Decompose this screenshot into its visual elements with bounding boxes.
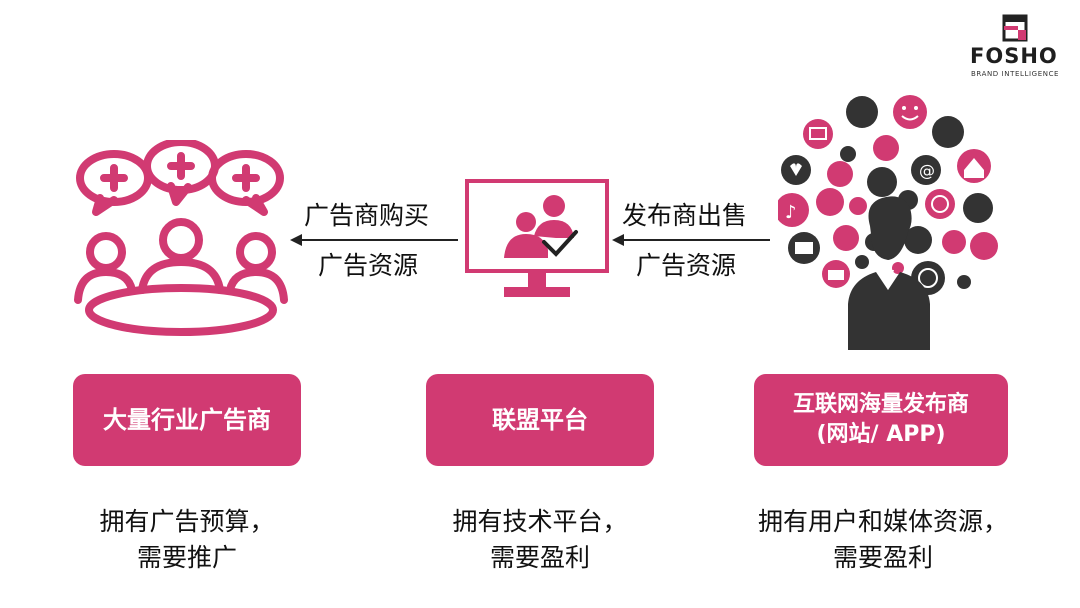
left-arrow-text-2: 广告资源 (318, 251, 419, 280)
logo-mark-icon (1002, 14, 1028, 42)
advertisers-box-label: 大量行业广告商 (103, 405, 271, 434)
publishers-box: 互联网海量发布商 (网站/ APP) (754, 374, 1008, 466)
logo-tagline: BRAND INTELLIGENCE (971, 70, 1060, 78)
publishers-description: 拥有用户和媒体资源， 需要盈利 (738, 504, 1028, 577)
logo-wordmark: FOSHO (970, 44, 1058, 68)
advertisers-box: 大量行业广告商 (73, 374, 301, 466)
right-arrow-line (622, 239, 770, 241)
person-silhouette (848, 196, 930, 350)
fosho-logo: FOSHO BRAND INTELLIGENCE (960, 14, 1070, 84)
platform-description-line2: 需要盈利 (489, 543, 590, 573)
advertisers-description: 拥有广告预算， 需要推广 (60, 504, 314, 577)
publishers-description-line1: 拥有用户和媒体资源， (757, 507, 1008, 536)
app-icon-cluster: @ ♪ (778, 95, 998, 295)
advertisers-description-line2: 需要推广 (136, 543, 237, 573)
left-arrow-line (300, 239, 458, 241)
advertisers-meeting-icon (74, 140, 288, 336)
platform-box-label: 联盟平台 (492, 405, 588, 434)
publishers-media-cloud-icon: @ ♪ (778, 95, 998, 350)
platform-monitor-icon (465, 179, 609, 297)
publishers-description-line2: 需要盈利 (832, 543, 933, 573)
right-arrowhead (612, 234, 624, 246)
svg-text:@: @ (919, 161, 935, 180)
platform-description: 拥有技术平台， 需要盈利 (413, 504, 667, 577)
platform-description-line1: 拥有技术平台， (452, 507, 628, 536)
svg-text:♪: ♪ (785, 202, 797, 223)
right-arrow-text-2: 广告资源 (636, 251, 737, 280)
advertisers-description-line1: 拥有广告预算， (99, 507, 275, 536)
right-arrow-text-1: 发布商出售 (622, 201, 748, 230)
platform-box: 联盟平台 (426, 374, 654, 466)
left-arrow-text-1: 广告商购买 (304, 201, 430, 230)
left-arrowhead (290, 234, 302, 246)
publishers-box-line2: (网站/ APP) (816, 422, 946, 447)
publishers-box-line1: 互联网海量发布商 (792, 392, 969, 418)
